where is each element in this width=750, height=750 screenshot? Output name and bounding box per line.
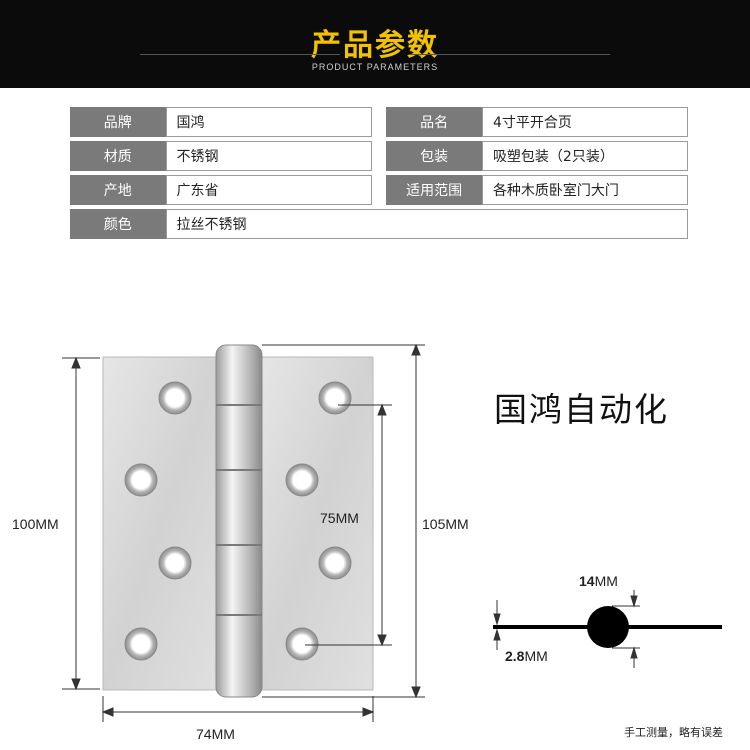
thickness-label: 2.8MM	[505, 648, 548, 664]
hole-spacing-dimension	[305, 403, 392, 647]
value-cell: 拉丝不锈钢	[165, 209, 688, 239]
value-cell: 各种木质卧室门大门	[481, 175, 688, 205]
height-label: 100MM	[12, 516, 59, 532]
divider-right	[410, 54, 610, 55]
key-cell: 产地	[70, 175, 166, 205]
height-dimension	[62, 356, 100, 691]
table-row: 颜色 拉丝不锈钢	[70, 209, 688, 239]
key-cell: 材质	[70, 141, 166, 171]
diameter-label: 14MM	[579, 573, 618, 589]
width-dimension	[101, 696, 375, 722]
divider-left	[140, 54, 340, 55]
screw-hole	[158, 546, 192, 580]
screw-hole	[124, 627, 158, 661]
parameter-table: 品牌 国鸿 品名 4寸平开合页 材质 不锈钢 包装 吸塑包装（2只装） 产地 广…	[70, 103, 688, 243]
table-row: 材质 不锈钢 包装 吸塑包装（2只装）	[70, 141, 688, 171]
right-leaf	[257, 356, 374, 691]
width-label: 74MM	[196, 726, 235, 742]
left-leaf	[102, 356, 221, 691]
screw-hole	[124, 463, 158, 497]
key-cell: 品牌	[70, 107, 166, 137]
page-subtitle: PRODUCT PARAMETERS	[311, 62, 439, 72]
key-cell: 包装	[386, 141, 482, 171]
screw-hole	[285, 463, 319, 497]
value-cell: 4寸平开合页	[481, 107, 688, 137]
value-cell: 广东省	[165, 175, 372, 205]
screw-hole	[318, 546, 352, 580]
value-cell: 不锈钢	[165, 141, 372, 171]
header-banner: 产品参数 PRODUCT PARAMETERS	[0, 0, 750, 88]
key-cell: 品名	[386, 107, 482, 137]
total-height-dimension	[262, 343, 425, 699]
cross-section-diagram	[493, 590, 722, 668]
screw-hole	[158, 381, 192, 415]
measurement-note: 手工测量，略有误差	[624, 726, 723, 739]
table-row: 品牌 国鸿 品名 4寸平开合页	[70, 107, 688, 137]
hole-spacing-label: 75MM	[320, 510, 359, 526]
screw-hole	[285, 627, 319, 661]
key-cell: 适用范围	[386, 175, 482, 205]
total-height-label: 105MM	[422, 516, 469, 532]
brand-name: 国鸿自动化	[494, 390, 669, 429]
key-cell: 颜色	[70, 209, 166, 239]
hinge-barrel	[215, 344, 263, 698]
screw-hole	[318, 381, 352, 415]
pin-section	[587, 606, 629, 648]
page-title: 产品参数	[311, 28, 439, 63]
value-cell: 吸塑包装（2只装）	[481, 141, 688, 171]
table-row: 产地 广东省 适用范围 各种木质卧室门大门	[70, 175, 688, 205]
value-cell: 国鸿	[165, 107, 372, 137]
